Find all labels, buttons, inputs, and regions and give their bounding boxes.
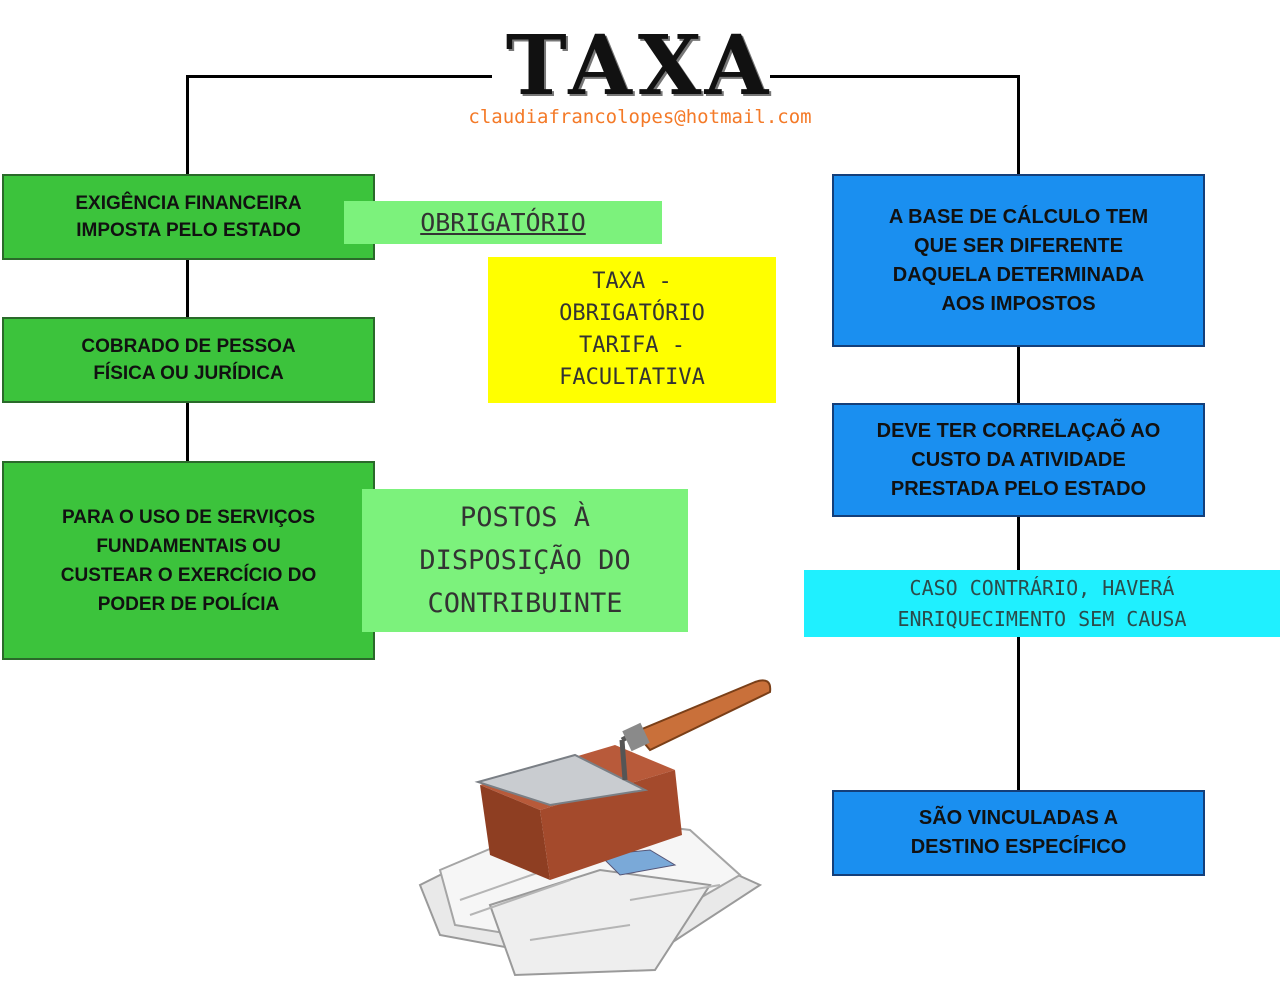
note-obrigatorio: OBRIGATÓRIO [344, 201, 662, 244]
box-exigencia-financeira: EXIGÊNCIA FINANCEIRA IMPOSTA PELO ESTADO [2, 174, 375, 260]
box-base-de-calculo: A BASE DE CÁLCULO TEM QUE SER DIFERENTE … [832, 174, 1205, 347]
trowel-icon [474, 679, 772, 807]
note-taxa-tarifa: TAXA - OBRIGATÓRIO TARIFA - FACULTATIVA [488, 257, 776, 403]
box-cobrado-de-pessoa: COBRADO DE PESSOA FÍSICA OU JURÍDICA [2, 317, 375, 403]
connector-top-left [187, 75, 492, 78]
note-postos-a-disposicao: POSTOS À DISPOSIÇÃO DO CONTRIBUINTE [362, 489, 688, 632]
box-vinculadas-destino: SÃO VINCULADAS A DESTINO ESPECÍFICO [832, 790, 1205, 876]
connector-left-vertical [186, 75, 189, 465]
connector-top-right [770, 75, 1020, 78]
note-caso-contrario: CASO CONTRÁRIO, HAVERÁ ENRIQUECIMENTO SE… [804, 570, 1280, 637]
box-correlacao-custo: DEVE TER CORRELAÇAÕ AO CUSTO DA ATIVIDAD… [832, 403, 1205, 517]
trowel-brick-illustration [418, 679, 772, 977]
box-uso-de-servicos: PARA O USO DE SERVIÇOS FUNDAMENTAIS OU C… [2, 461, 375, 660]
author-email: claudiafrancolopes@hotmail.com [468, 106, 812, 128]
diagram-title: TAXA [505, 18, 775, 114]
